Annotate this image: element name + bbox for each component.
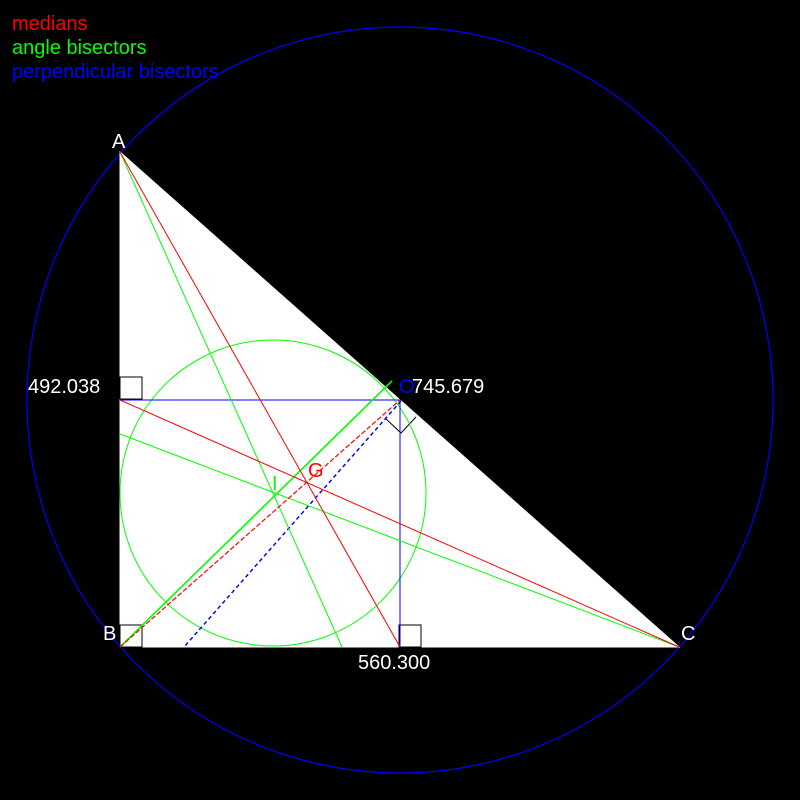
angle-bisector-a (119, 151, 343, 648)
side-length-bc: 560.300 (358, 652, 430, 674)
right-angle-marker-ca (384, 416, 417, 434)
side-length-ca: 745.679 (412, 376, 484, 398)
vertex-label-c: C (681, 623, 695, 645)
vertex-label-b: B (103, 623, 116, 645)
legend-angle-bisectors: angle bisectors (12, 37, 147, 59)
legend-medians: medians (12, 13, 88, 35)
angle-bisector-b (119, 380, 393, 648)
right-angle-marker-ab (119, 376, 143, 400)
median-a (119, 151, 401, 648)
vertex-label-a: A (112, 131, 126, 153)
median-b (119, 399, 401, 648)
incenter-label: I (272, 473, 278, 495)
incircle (119, 339, 427, 647)
perpendicular-bisector-ca (183, 400, 402, 648)
right-angle-marker-bc (398, 624, 422, 648)
circumcircle (26, 26, 774, 774)
legend-perpendicular-bisectors: perpendicular bisectors (12, 61, 219, 83)
right-angle-marker-b (119, 624, 143, 648)
angle-bisector-c (119, 433, 680, 648)
centroid-label: G (308, 460, 324, 482)
median-c (119, 399, 680, 648)
side-length-ab: 492.038 (28, 376, 100, 398)
circumcenter-label: O (399, 376, 415, 398)
